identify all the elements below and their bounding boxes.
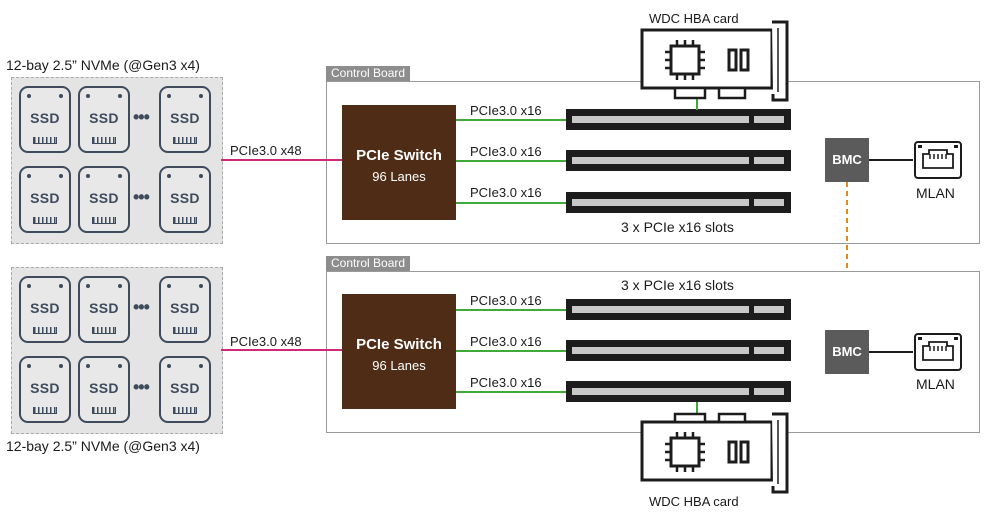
- ssd-icon: SSD: [19, 276, 71, 343]
- ssd-icon: SSD: [19, 86, 71, 153]
- pcie-switch-title: PCIe Switch: [356, 336, 442, 353]
- ssd-icon: SSD: [78, 86, 130, 153]
- hba-card-icon: [640, 412, 789, 494]
- ssd-icon: SSD: [159, 166, 211, 233]
- pcie-link-label: PCIe3.0 x16: [470, 103, 542, 118]
- uplink-line: [221, 159, 342, 161]
- hba-card-label: WDC HBA card: [649, 11, 739, 26]
- pcie-link-line: [456, 202, 566, 204]
- slots-label: 3 x PCIe x16 slots: [621, 277, 734, 293]
- ellipsis-icon: •••: [133, 377, 150, 397]
- hba-card-label: WDC HBA card: [649, 494, 739, 509]
- ssd-label: SSD: [89, 300, 119, 316]
- rj45-port-icon: [914, 141, 962, 179]
- bmc-mlan-line: [869, 351, 913, 353]
- pcie-slot: [566, 150, 791, 171]
- ssd-icon: SSD: [19, 166, 71, 233]
- ssd-icon: SSD: [159, 276, 211, 343]
- control-board-tag: Control Board: [326, 256, 411, 271]
- slots-label: 3 x PCIe x16 slots: [621, 219, 734, 235]
- ssd-bay-group-top: SSD SSD ••• SSD SSD SSD ••• SSD: [11, 77, 223, 244]
- chip-icon: [665, 40, 705, 80]
- uplink-label: PCIe3.0 x48: [230, 143, 302, 158]
- ssd-icon: SSD: [78, 166, 130, 233]
- pcie-slot: [566, 381, 791, 402]
- ssd-icon: SSD: [19, 356, 71, 423]
- chip-icon: [665, 432, 705, 472]
- pcie-slot: [566, 192, 791, 213]
- bay-group-top-label: 12-bay 2.5” NVMe (@Gen3 x4): [6, 57, 200, 73]
- hba-card-icon: [640, 20, 789, 102]
- ssd-label: SSD: [170, 190, 200, 206]
- ssd-label: SSD: [89, 190, 119, 206]
- bay-group-bottom-label: 12-bay 2.5” NVMe (@Gen3 x4): [6, 438, 200, 454]
- uplink-line: [221, 349, 342, 351]
- ssd-icon: SSD: [78, 276, 130, 343]
- ssd-label: SSD: [89, 110, 119, 126]
- ssd-icon: SSD: [78, 356, 130, 423]
- pcie-link-label: PCIe3.0 x16: [470, 293, 542, 308]
- pcie-link-line: [456, 350, 566, 352]
- mlan-label: MLAN: [916, 185, 955, 201]
- pcie-link-label: PCIe3.0 x16: [470, 185, 542, 200]
- bmc-interconnect-line: [846, 182, 848, 330]
- hba-connector-line: [696, 402, 698, 419]
- ssd-label: SSD: [170, 110, 200, 126]
- ssd-label: SSD: [30, 110, 60, 126]
- ssd-label: SSD: [30, 190, 60, 206]
- hba-connector-line: [696, 95, 698, 110]
- bmc-chip: BMC: [825, 330, 869, 374]
- pcie-link-line: [456, 309, 566, 311]
- ssd-icon: SSD: [159, 86, 211, 153]
- ssd-label: SSD: [30, 300, 60, 316]
- ssd-bay-group-bottom: SSD SSD ••• SSD SSD SSD ••• SSD: [11, 267, 223, 434]
- pcie-slot: [566, 340, 791, 361]
- pcie-switch: PCIe Switch 96 Lanes: [342, 105, 456, 220]
- ssd-icon: SSD: [159, 356, 211, 423]
- ellipsis-icon: •••: [133, 187, 150, 207]
- bmc-mlan-line: [869, 159, 913, 161]
- pcie-link-label: PCIe3.0 x16: [470, 334, 542, 349]
- ssd-label: SSD: [30, 380, 60, 396]
- pcie-link-line: [456, 160, 566, 162]
- pcie-link-label: PCIe3.0 x16: [470, 144, 542, 159]
- ssd-label: SSD: [170, 380, 200, 396]
- pcie-slot: [566, 299, 791, 320]
- pcie-switch-title: PCIe Switch: [356, 147, 442, 164]
- ssd-label: SSD: [170, 300, 200, 316]
- uplink-label: PCIe3.0 x48: [230, 334, 302, 349]
- ellipsis-icon: •••: [133, 297, 150, 317]
- rj45-port-icon: [914, 333, 962, 371]
- ssd-label: SSD: [89, 380, 119, 396]
- pcie-switch: PCIe Switch 96 Lanes: [342, 294, 456, 409]
- pcie-link-label: PCIe3.0 x16: [470, 375, 542, 390]
- mlan-label: MLAN: [916, 376, 955, 392]
- pcie-switch-lanes: 96 Lanes: [372, 169, 426, 184]
- pcie-slot: [566, 109, 791, 130]
- pcie-link-line: [456, 119, 566, 121]
- pcie-link-line: [456, 391, 566, 393]
- pcie-switch-lanes: 96 Lanes: [372, 358, 426, 373]
- control-board-tag: Control Board: [326, 66, 411, 81]
- ellipsis-icon: •••: [133, 107, 150, 127]
- bmc-chip: BMC: [825, 138, 869, 182]
